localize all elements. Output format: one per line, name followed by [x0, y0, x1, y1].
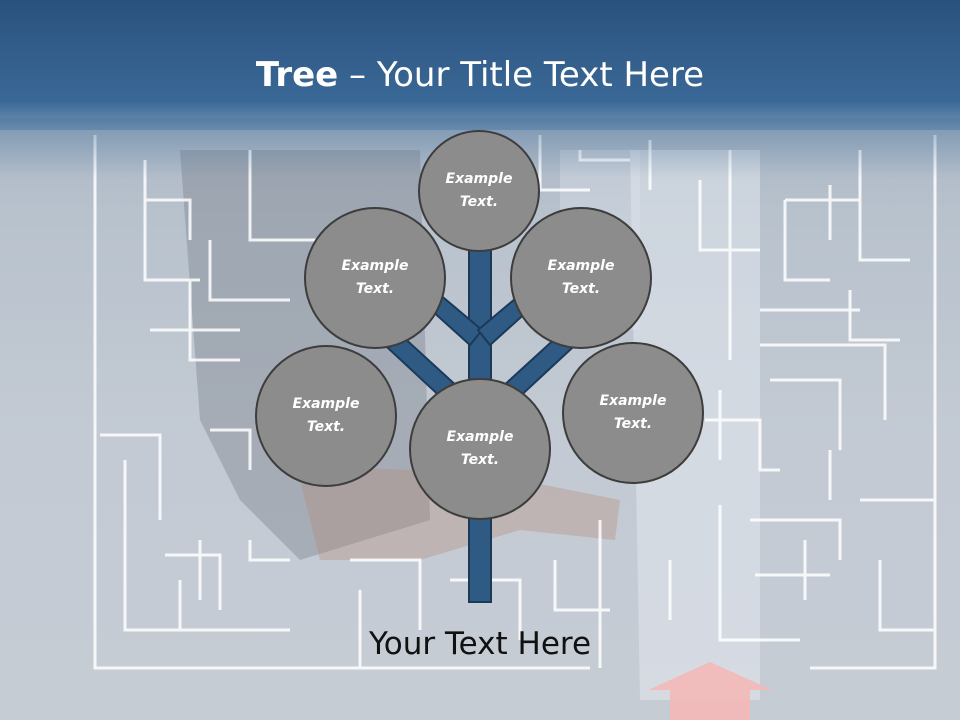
tree-node-upper-right: Example Text. — [510, 207, 652, 349]
tree-node-text: Example Text. — [599, 393, 667, 432]
tree-node-text: Example Text. — [341, 258, 409, 297]
tree-node-text: Example Text. — [446, 429, 514, 468]
tree-node-lower-right: Example Text. — [562, 342, 704, 484]
title-bold: Tree — [255, 55, 339, 95]
header-band — [0, 0, 960, 130]
tree-node-lower-left: Example Text. — [255, 345, 397, 487]
tree-node-text: Example Text. — [547, 258, 615, 297]
tree-node-center: Example Text. — [409, 378, 551, 520]
tree-node-text: Example Text. — [292, 396, 360, 435]
tree-node-text: Example Text. — [445, 171, 513, 210]
title-rest: – Your Title Text Here — [338, 55, 705, 95]
footer-text: Your Text Here — [368, 626, 592, 662]
tree-node-upper-left: Example Text. — [304, 207, 446, 349]
tree-node-top: Example Text. — [418, 130, 540, 252]
page-title: Tree – Your Title Text Here — [0, 52, 960, 98]
